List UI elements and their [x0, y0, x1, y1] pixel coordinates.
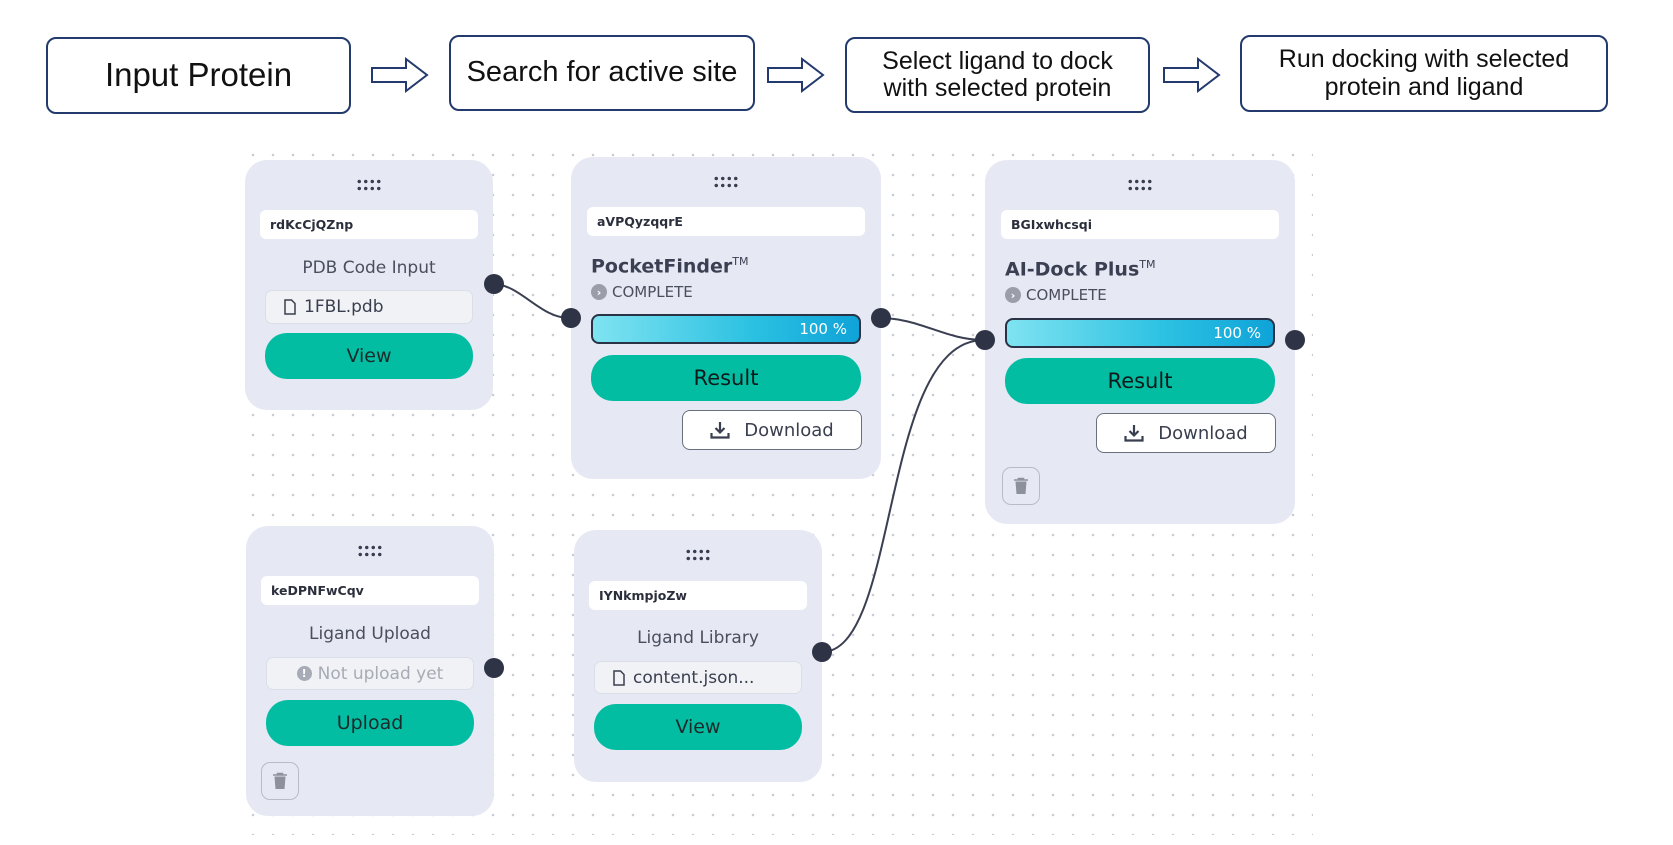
file-status: Not upload yet [317, 663, 444, 684]
drag-handle-icon[interactable] [685, 548, 711, 562]
output-handle-ligand-upload[interactable] [484, 658, 504, 678]
download-icon [1124, 425, 1144, 442]
node-label: PDB Code Input [302, 258, 436, 278]
node-id: keDPNFwCqv [261, 576, 479, 605]
node-ai-dock-plus[interactable]: BGIxwhcsqi AI-Dock PlusTM › COMPLETE 100… [985, 160, 1295, 524]
status-text: COMPLETE [1026, 286, 1107, 304]
node-id: BGIxwhcsqi [1001, 210, 1279, 239]
progress-bar: 100 % [591, 314, 861, 344]
step-search-active-site: Search for active site [449, 35, 755, 111]
output-handle-aidock[interactable] [1285, 330, 1305, 350]
delete-button[interactable] [261, 762, 299, 800]
trash-icon [1014, 477, 1028, 494]
input-handle-pocketfinder[interactable] [561, 308, 581, 328]
flow-arrow-3 [1163, 57, 1221, 93]
download-button[interactable]: Download [682, 410, 862, 450]
download-icon [710, 422, 730, 439]
flow-arrow-1 [371, 57, 429, 93]
delete-button[interactable] [1002, 467, 1040, 505]
node-id: rdKcCjQZnp [260, 210, 478, 239]
node-label: Ligand Library [637, 628, 759, 648]
flow-arrow-2 [767, 57, 825, 93]
node-pocketfinder[interactable]: aVPQyzqqrE PocketFinderTM › COMPLETE 100… [571, 157, 881, 479]
view-button[interactable]: View [265, 333, 473, 379]
file-field: 1FBL.pdb [265, 290, 473, 324]
edge-library-to-aidock [821, 339, 985, 653]
chevron-right-icon: › [1005, 287, 1021, 303]
alert-icon: ! [296, 666, 312, 681]
file-name: 1FBL.pdb [304, 297, 384, 317]
edge-pocketfinder-to-aidock [879, 317, 985, 341]
upload-button[interactable]: Upload [266, 700, 474, 746]
node-label: Ligand Upload [309, 624, 431, 644]
input-handle-aidock[interactable] [975, 330, 995, 350]
edge-pdb-to-pocketfinder [492, 283, 570, 319]
status-row: › COMPLETE [1005, 286, 1107, 304]
file-icon [613, 669, 625, 686]
node-id: aVPQyzqqrE [587, 207, 865, 236]
drag-handle-icon[interactable] [357, 544, 383, 558]
chevron-right-icon: › [591, 284, 607, 300]
drag-handle-icon[interactable] [1127, 178, 1153, 192]
node-ligand-upload[interactable]: keDPNFwCqv Ligand Upload ! Not upload ye… [246, 526, 494, 816]
drag-handle-icon[interactable] [713, 175, 739, 189]
status-text: COMPLETE [612, 283, 693, 301]
step-run-docking: Run docking with selected protein and li… [1240, 35, 1608, 112]
output-handle-pocketfinder[interactable] [871, 308, 891, 328]
progress-label: 100 % [799, 320, 847, 338]
node-title: PocketFinderTM [591, 255, 749, 278]
drag-handle-icon[interactable] [356, 178, 382, 192]
result-button[interactable]: Result [591, 355, 861, 401]
status-row: › COMPLETE [591, 283, 693, 301]
file-field: ! Not upload yet [266, 657, 474, 690]
node-ligand-library[interactable]: IYNkmpjoZw Ligand Library content.json..… [574, 530, 822, 782]
trash-icon [273, 772, 287, 789]
node-id: IYNkmpjoZw [589, 581, 807, 610]
download-button[interactable]: Download [1096, 413, 1276, 453]
step-select-ligand: Select ligand to dock with selected prot… [845, 37, 1150, 113]
output-handle-pdb-input[interactable] [484, 274, 504, 294]
file-field: content.json... [594, 661, 802, 694]
node-pdb-code-input[interactable]: rdKcCjQZnp PDB Code Input 1FBL.pdb View [245, 160, 493, 410]
output-handle-ligand-library[interactable] [812, 642, 832, 662]
file-name: content.json... [633, 667, 755, 688]
step-input-protein: Input Protein [46, 37, 351, 114]
view-button[interactable]: View [594, 704, 802, 750]
node-title: AI-Dock PlusTM [1005, 258, 1156, 281]
file-icon [284, 299, 296, 315]
result-button[interactable]: Result [1005, 358, 1275, 404]
progress-bar: 100 % [1005, 318, 1275, 348]
progress-label: 100 % [1213, 324, 1261, 342]
